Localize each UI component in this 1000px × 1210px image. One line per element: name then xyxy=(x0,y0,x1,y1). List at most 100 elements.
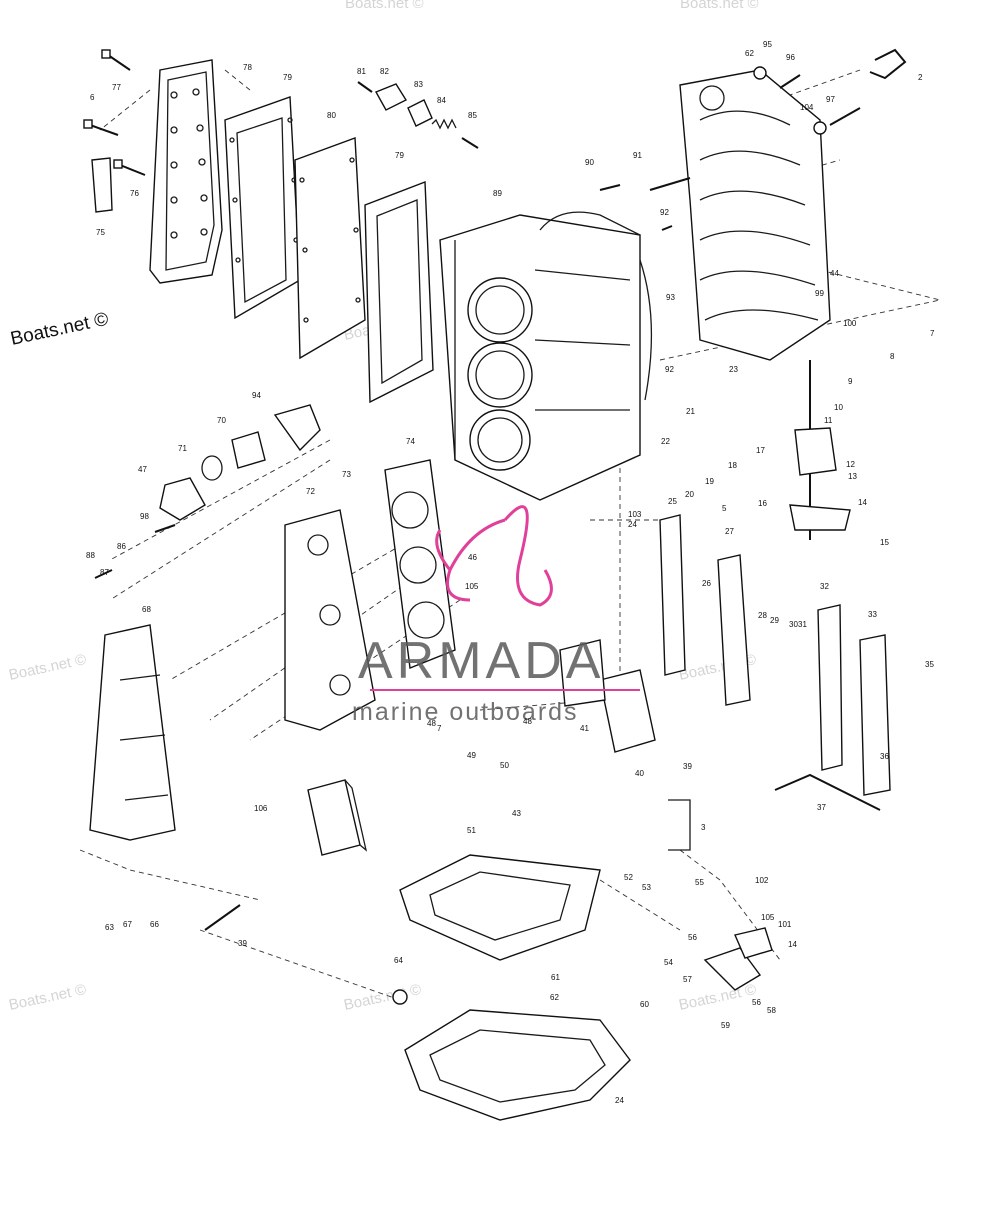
callout-number: 50 xyxy=(500,761,509,770)
callout-number: 22 xyxy=(661,437,670,446)
bolt xyxy=(101,49,131,71)
clip xyxy=(869,48,907,80)
stud xyxy=(649,177,691,191)
callout-number: 44 xyxy=(830,269,839,278)
callout-number: 43 xyxy=(512,809,521,818)
fitting xyxy=(94,569,113,579)
bolt xyxy=(779,74,801,89)
callout-number: 41 xyxy=(580,724,589,733)
logo-mark xyxy=(435,505,553,607)
callout-number: 105 xyxy=(761,913,775,922)
callout-number: 72 xyxy=(306,487,315,496)
callout-number: 82 xyxy=(380,67,389,76)
callout-number: 94 xyxy=(252,391,261,400)
thermostat-cover xyxy=(273,404,321,452)
fitting xyxy=(375,83,408,111)
callout-number: 74 xyxy=(406,437,415,446)
callout-number: 71 xyxy=(178,444,187,453)
callout-number: 99 xyxy=(815,289,824,298)
callout-number: 17 xyxy=(756,446,765,455)
callout-number: 62 xyxy=(550,993,559,1002)
adapter-plate xyxy=(404,1009,631,1121)
gasket-set-box xyxy=(307,779,368,856)
callout-number: 90 xyxy=(585,158,594,167)
bolt xyxy=(113,159,146,176)
callout-number: 7 xyxy=(437,724,442,733)
callout-number: 98 xyxy=(140,512,149,521)
callout-number: 95 xyxy=(763,40,772,49)
hose xyxy=(774,773,881,811)
callout-number: 28 xyxy=(758,611,767,620)
callout-number: 52 xyxy=(624,873,633,882)
callout-number: 101 xyxy=(778,920,792,929)
fitting xyxy=(392,989,408,1005)
callout-number: 48 xyxy=(523,717,532,726)
label-card xyxy=(91,157,113,213)
callout-number: 59 xyxy=(721,1021,730,1030)
callout-number: 32 xyxy=(820,582,829,591)
callout-number: 9 xyxy=(848,377,853,386)
callout-number: 23 xyxy=(729,365,738,374)
callout-number: 26 xyxy=(702,579,711,588)
watermark: Boats.net © xyxy=(7,651,87,684)
gasket xyxy=(224,96,301,320)
callout-number: 62 xyxy=(745,49,754,58)
callout-number: 100 xyxy=(843,319,857,328)
callout-number: 24 xyxy=(615,1096,624,1105)
bracket xyxy=(734,927,773,959)
callout-number: 15 xyxy=(880,538,889,547)
adapter-gasket xyxy=(399,854,601,961)
callout-number: 19 xyxy=(705,477,714,486)
callout-number: 88 xyxy=(86,551,95,560)
stud xyxy=(599,184,621,191)
callout-number: 39 xyxy=(683,762,692,771)
callout-number: 97 xyxy=(826,95,835,104)
callout-number: 24 xyxy=(628,520,637,529)
nut xyxy=(753,66,767,80)
callout-number: 51 xyxy=(467,826,476,835)
callout-number: 53 xyxy=(642,883,651,892)
callout-number: 25 xyxy=(668,497,677,506)
callout-number: 54 xyxy=(664,958,673,967)
callout-number: 67 xyxy=(123,920,132,929)
head-gasket xyxy=(384,459,456,669)
link-plate xyxy=(859,634,891,796)
callout-number: 36 xyxy=(880,752,889,761)
callout-number: 35 xyxy=(925,660,934,669)
callout-number: 14 xyxy=(858,498,867,507)
callout-number: 66 xyxy=(150,920,159,929)
callout-number: 49 xyxy=(467,751,476,760)
site-watermark: Boats.net © xyxy=(9,309,111,350)
callout-number: 11 xyxy=(824,416,833,425)
callout-number: 21 xyxy=(686,407,695,416)
callout-number: 39 xyxy=(238,939,247,948)
pin xyxy=(661,225,673,231)
callout-number: 30 xyxy=(789,620,798,629)
callout-number: 93 xyxy=(666,293,675,302)
callout-number: 5 xyxy=(722,504,727,513)
callout-number: 7 xyxy=(930,329,935,338)
callout-number: 106 xyxy=(254,804,268,813)
callout-number: 27 xyxy=(725,527,734,536)
pressure-relief-valve xyxy=(599,669,656,753)
brand-name: ARMADA xyxy=(358,632,604,690)
crankcase xyxy=(679,69,831,361)
callout-number: 87 xyxy=(100,568,109,577)
exhaust-cover xyxy=(149,59,223,284)
callout-number: 46 xyxy=(468,553,477,562)
callout-number: 79 xyxy=(283,73,292,82)
valve xyxy=(461,137,479,149)
callout-number: 103 xyxy=(628,510,642,519)
callout-number: 56 xyxy=(752,998,761,1007)
cam-lever xyxy=(789,504,851,531)
callout-number: 68 xyxy=(142,605,151,614)
callout-number: 77 xyxy=(112,83,121,92)
cam-lever xyxy=(794,427,837,476)
washer xyxy=(813,121,827,135)
callout-number: 61 xyxy=(551,973,560,982)
callout-number: 6 xyxy=(90,93,95,102)
callout-number: 84 xyxy=(437,96,446,105)
callout-number: 92 xyxy=(665,365,674,374)
